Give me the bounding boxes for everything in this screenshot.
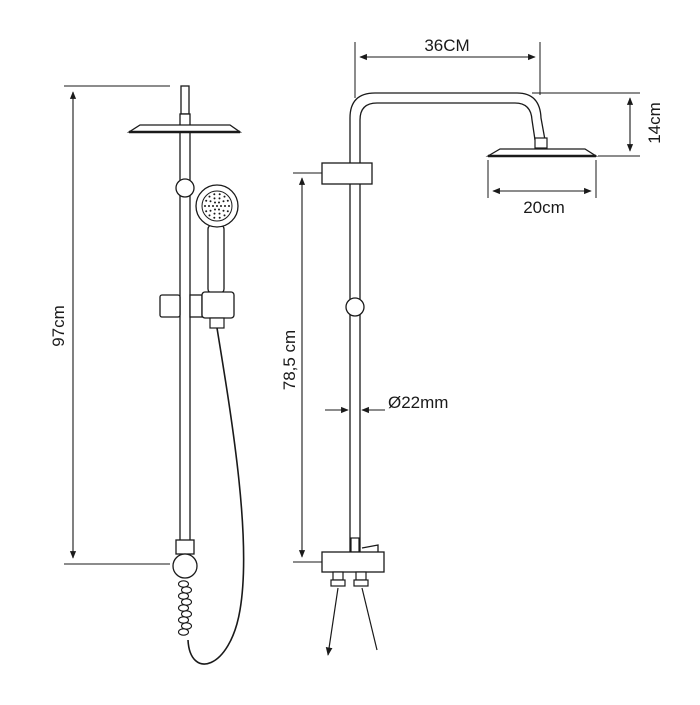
pipe-inner-edge [359,102,536,560]
rain-head-profile [485,137,599,158]
inlet-arrow-left [325,587,339,656]
dimension-pipe-diameter: Ø22mm [325,393,448,414]
top-connector [180,85,190,115]
dimension-head-width: 20cm [487,160,597,217]
dimension-head-drop: 14cm [532,92,664,157]
dimension-bar-height: 78,5 cm [280,172,322,563]
head-width-label: 20cm [523,198,565,217]
inlet-line-right [361,587,378,651]
bar-height-label: 78,5 cm [280,330,299,390]
lower-outlet [172,539,198,636]
pipe-outer-edge [349,92,546,560]
head-drop-label: 14cm [645,102,664,144]
slide-bar [179,85,191,545]
dimension-arm-reach: 36CM [354,36,541,98]
slider-bracket [159,291,235,329]
total-height-label: 97cm [49,305,68,347]
pipe-diameter-label: Ø22mm [388,393,448,412]
hand-shower [195,184,239,294]
left-view-shower-set: 97cm [49,85,245,665]
rain-shower-head [126,124,243,134]
dimension-total-height: 97cm [49,85,170,565]
hose-chain [177,580,193,636]
right-view-arm-profile: 36CM 14cm 20cm 78,5 cm Ø22mm [280,36,664,656]
arm-reach-label: 36CM [424,36,469,55]
hand-shower-handle [207,224,225,294]
ball-joint-middle [345,297,365,317]
mixer-valve [321,537,385,587]
nozzle-pattern [204,193,230,219]
upper-bracket [321,162,373,185]
shower-hose [187,327,245,665]
ball-joint-upper [175,178,195,198]
